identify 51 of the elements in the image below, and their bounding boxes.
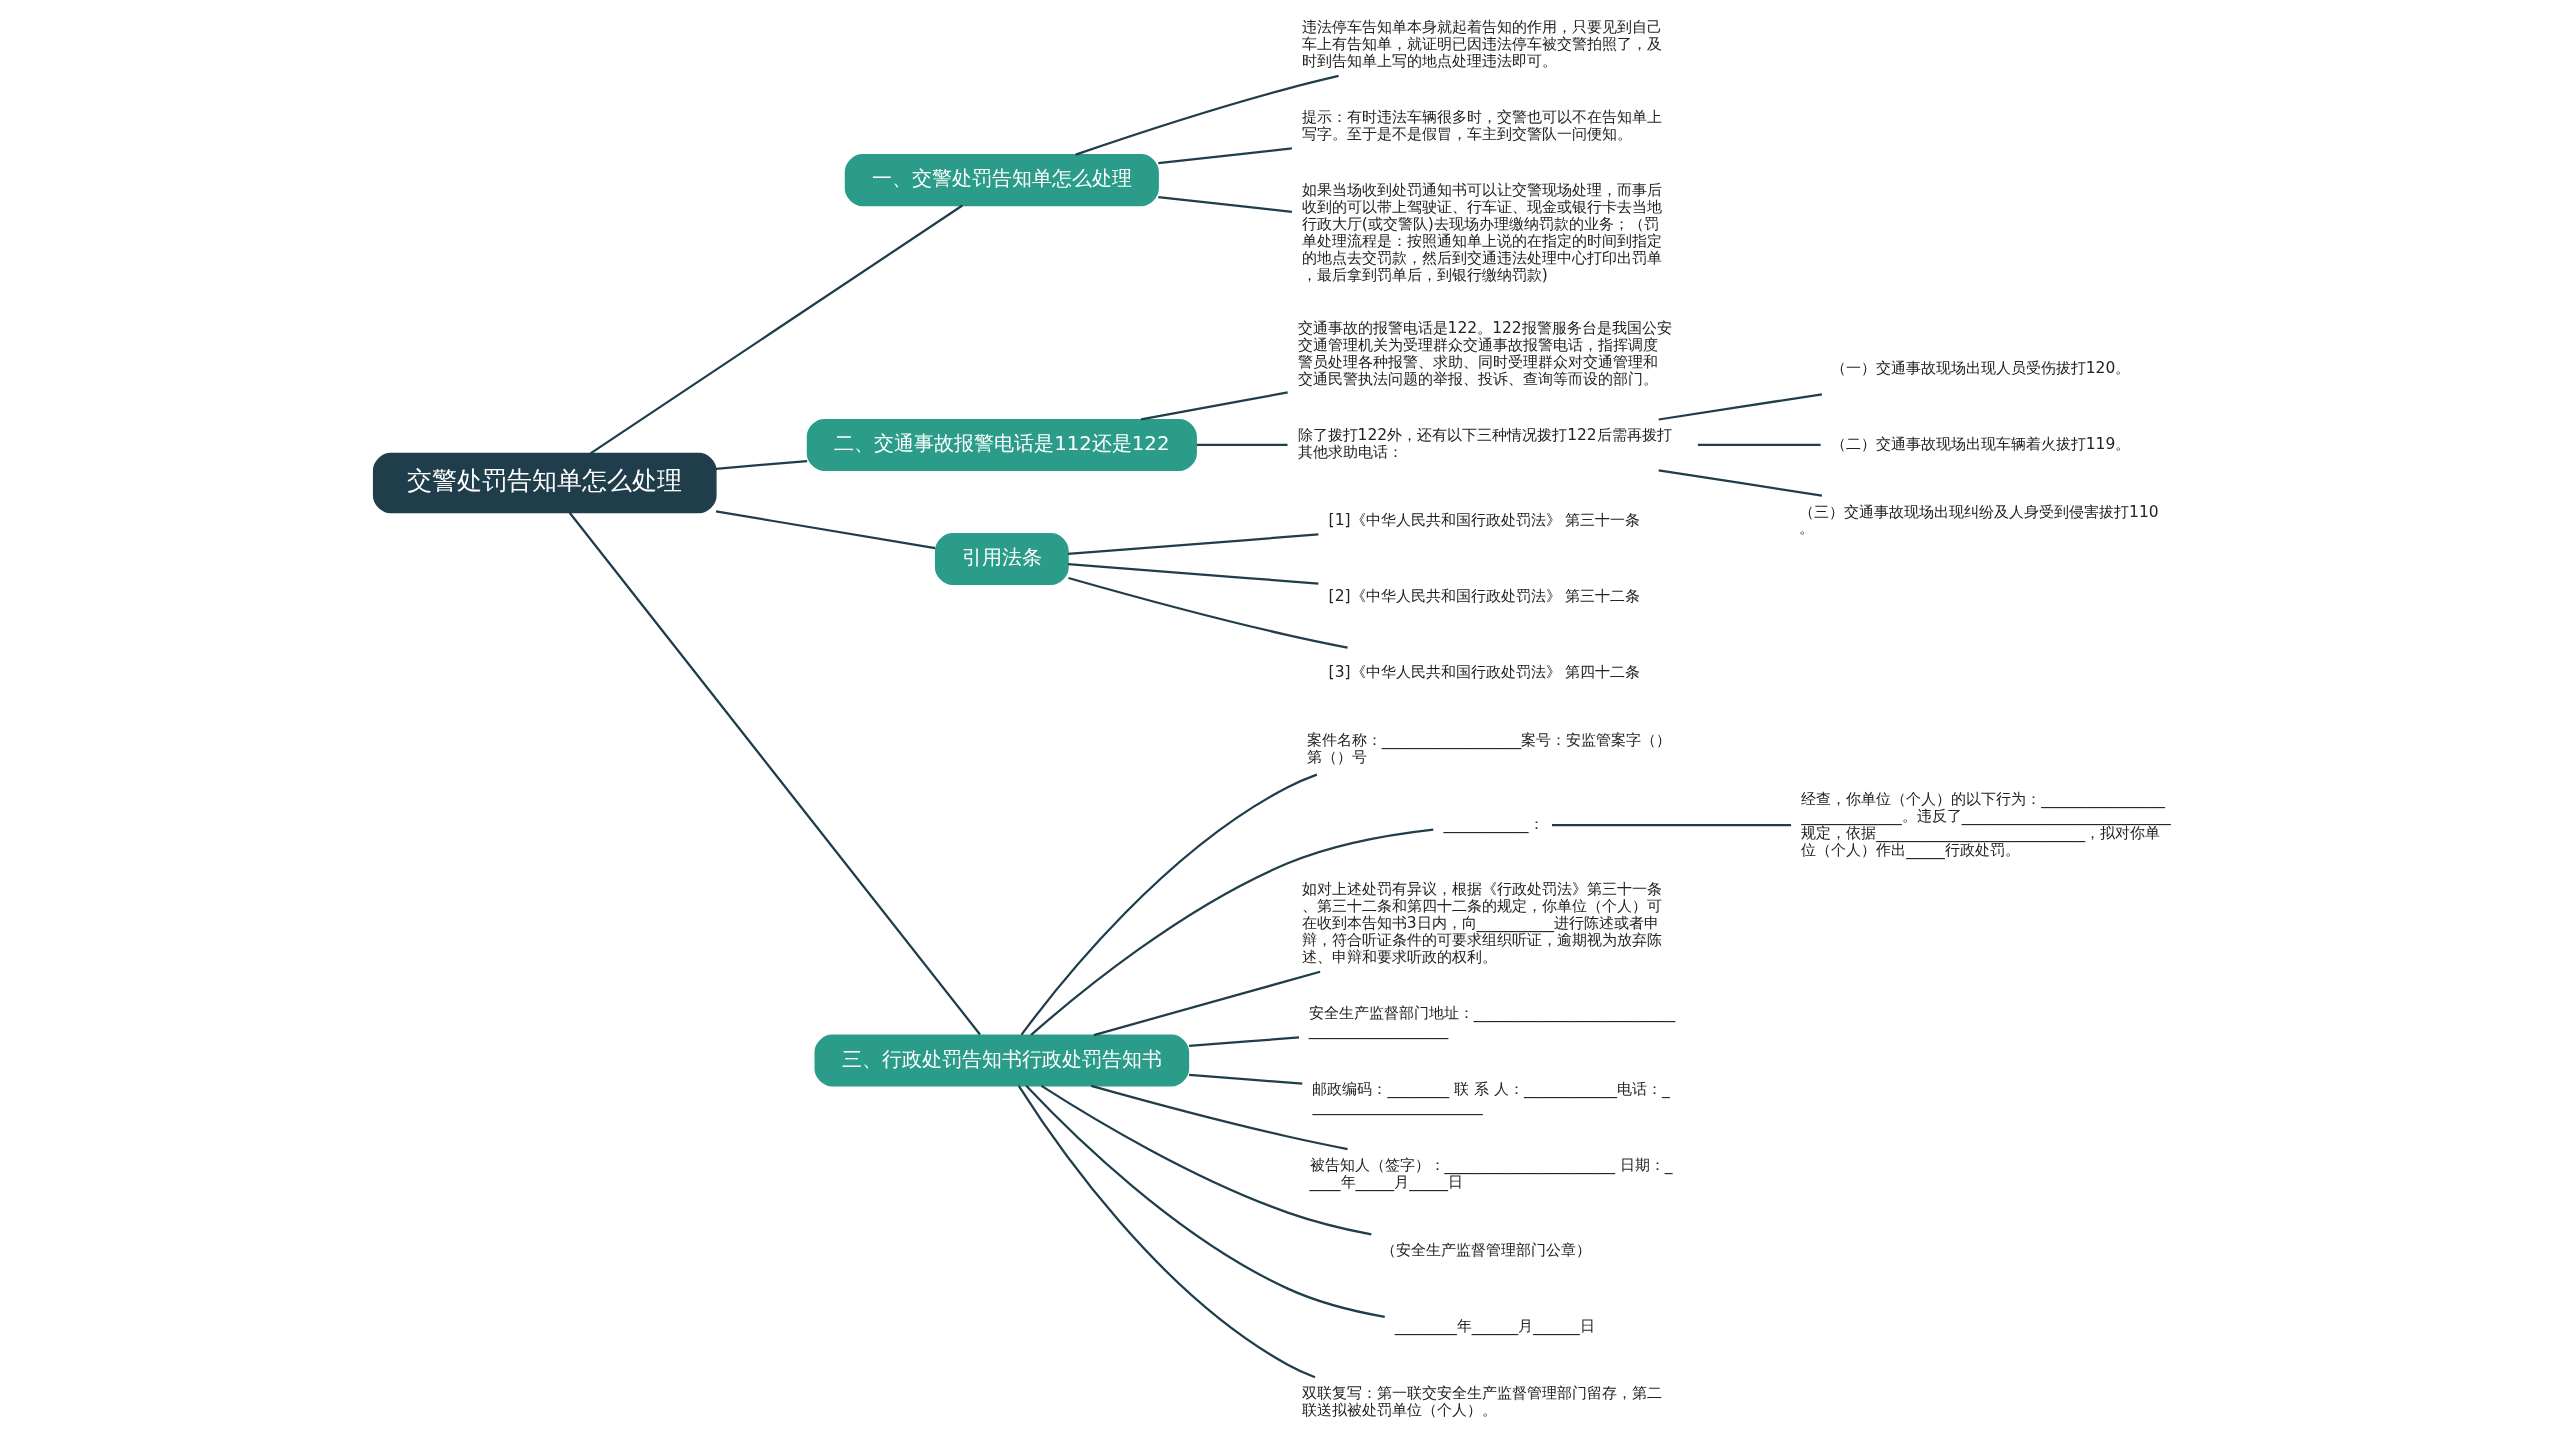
node-text: 提示：有时违法车辆很多时，交警也可以不在告知单上写字。至于是不是假冒，车主到交警队一问便知。 xyxy=(1301,108,1662,144)
connector xyxy=(568,512,981,1036)
connector xyxy=(1189,1036,1300,1048)
connector xyxy=(1158,147,1292,165)
node-text: 违法停车告知单本身就起着告知的作用，只要见到自己车上有告知单，就证明已因违法停车被交警拍照了，及时到告知单上写的地点处理违法即可。 xyxy=(1301,17,1662,70)
connector xyxy=(715,460,808,470)
connector xyxy=(1658,393,1823,421)
node-text: ___________： xyxy=(1443,815,1544,834)
node-box: 引用法条 xyxy=(934,532,1069,586)
node-text: 案件名称：__________________案号：安监管案字（）第（）号 xyxy=(1306,730,1672,766)
node-text: 如果当场收到处罚通知书可以让交警现场处理，而事后收到的可以带上驾驶证、行车证、现金或银行卡去当地行政大厅(或交警队)去现场办理缴纳罚款的业务；（罚单处理流程是：按照通知单上说的在指定的时间到指定的地点去交罚款，然后到交通违法处理中心打印出罚单，最后拿到罚单后，到银行缴纳罚款) xyxy=(1301,181,1662,284)
node-text: 双联复写：第一联交安全生产监督管理部门留存，第二联送拟被处罚单位（个人）。 xyxy=(1301,1384,1662,1420)
node-box: 二、交通事故报警电话是112还是122 xyxy=(806,418,1197,471)
connector xyxy=(1067,533,1319,556)
node-text: （安全生产监督管理部门公章） xyxy=(1381,1240,1592,1259)
node-text: 被告知人（签字）：______________________ 日期：_____年_____月_____日 xyxy=(1309,1156,1673,1191)
connector xyxy=(1017,1085,1316,1379)
node-box: 三、行政处罚告知书行政处罚告知书 xyxy=(814,1034,1190,1087)
node-text: （二）交通事故现场出现车辆着火拔打119。 xyxy=(1830,434,2131,453)
node-text: （三）交通事故现场出现纠纷及人身受到侵害拔打110。 xyxy=(1799,502,2159,538)
node-text: [2]《中华人民共和国行政处罚法》 第三十二条 xyxy=(1328,587,1641,605)
connector xyxy=(1658,469,1823,497)
connector xyxy=(1140,391,1288,421)
node-text: ________年______月______日 xyxy=(1394,1316,1595,1335)
connector xyxy=(1020,773,1318,1036)
connector xyxy=(1090,1084,1348,1151)
node-text: [1]《中华人民共和国行政处罚法》 第三十一条 xyxy=(1328,510,1641,529)
connector xyxy=(1068,576,1348,649)
node-text: （一）交通事故现场出现人员受伤拔打120。 xyxy=(1830,358,2131,377)
connector xyxy=(1075,74,1339,156)
node-text: 邮政编码：________ 联 系 人：____________电话：_______________________ xyxy=(1312,1079,1670,1115)
node-text: [3]《中华人民共和国行政处罚法》 第四十二条 xyxy=(1328,663,1641,682)
node-text: 如对上述处罚有异议，根据《行政处罚法》第三十一条、第三十二条和第四十二条的规定，你单位（个人）可在收到本告知书3日内，向__________进行陈述或者申辩，符合听证条件的可要求组织听证，逾期视为放弃陈述、申辩和要求听政的权利。 xyxy=(1301,879,1662,966)
node-box: 交警处罚告知单怎么处理 xyxy=(372,452,717,514)
connector xyxy=(715,510,936,550)
node-text: 除了拨打122外，还有以下三种情况拨打122后需再拨打其他求助电话： xyxy=(1297,426,1672,462)
connector xyxy=(589,204,963,455)
connector xyxy=(1067,562,1319,585)
node-box: 一、交警处罚告知单怎么处理 xyxy=(844,154,1159,207)
connector xyxy=(1040,1084,1372,1236)
node-text: 安全生产监督部门地址：____________________________________________ xyxy=(1308,1003,1676,1039)
node-text: 交通事故的报警电话是122。122报警服务台是我国公安交通管理机关为受理群众交通事故报警电话，指挥调度警员处理各种报警、求助、同时受理群众对交通管理和交通民警执法问题的举报、投诉、查询等而设的部门。 xyxy=(1297,319,1672,389)
connector xyxy=(1189,1073,1303,1085)
connector xyxy=(1025,1085,1385,1318)
connector xyxy=(1697,443,1821,447)
connector xyxy=(1158,196,1292,213)
connector xyxy=(1093,970,1321,1037)
connector xyxy=(1196,443,1288,447)
connector xyxy=(1030,828,1434,1036)
node-text: 经查，你单位（个人）的以下行为：_____________________________。违反了___________________________规定，依据___________________________，拟对你单位（个人）作出_____行政处罚。 xyxy=(1801,789,2171,859)
connector xyxy=(1552,824,1792,827)
